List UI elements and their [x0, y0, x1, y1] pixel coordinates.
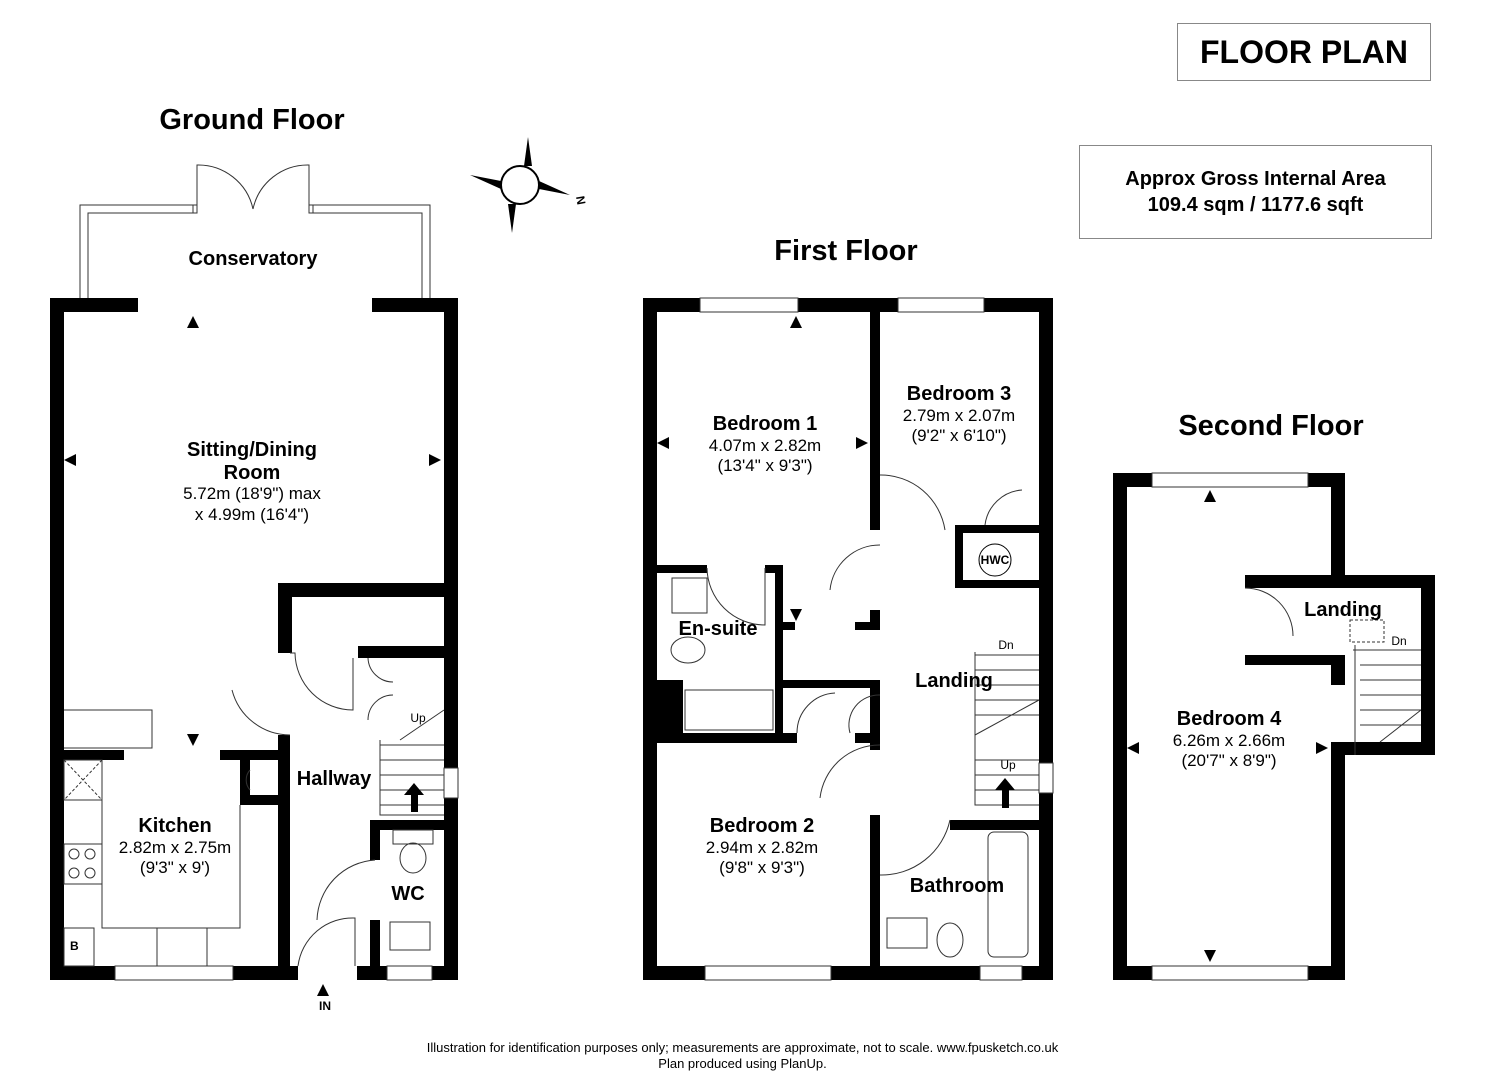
- ensuite-label: En-suite: [679, 618, 758, 640]
- bedroom4-dim2: (20'7" x 8'9"): [1181, 751, 1276, 770]
- stairs-up-label: Up: [410, 711, 426, 725]
- bedroom4-dim1: 6.26m x 2.66m: [1173, 731, 1285, 750]
- bedroom3-dim1: 2.79m x 2.07m: [903, 406, 1015, 425]
- second-floor-heading: Second Floor: [1178, 410, 1363, 442]
- ground-floor-heading: Ground Floor: [159, 104, 344, 136]
- bedroom1-dim1: 4.07m x 2.82m: [709, 436, 821, 455]
- disclaimer-line: Illustration for identification purposes…: [426, 1040, 1059, 1055]
- bedroom1-label: Bedroom 1: [713, 413, 817, 435]
- bedroom1-dim2: (13'4" x 9'3"): [717, 456, 812, 475]
- entrance-label: IN: [319, 999, 331, 1013]
- kitchen-dim2: (9'3" x 9'): [140, 858, 210, 877]
- landing-label: Landing: [1304, 599, 1382, 621]
- stairs-dn-label: Dn: [998, 638, 1013, 652]
- boiler-label: B: [70, 939, 79, 953]
- bedroom3-dim2: (9'2" x 6'10"): [911, 426, 1006, 445]
- sitting-room-dim2: x 4.99m (16'4"): [195, 505, 309, 524]
- bedroom4-label: Bedroom 4: [1177, 708, 1282, 730]
- landing-label: Landing: [915, 670, 993, 692]
- first-floor-plan: First Floor: [643, 235, 1054, 981]
- bedroom2-label: Bedroom 2: [710, 815, 814, 837]
- compass-north-label: N: [573, 195, 588, 206]
- bedroom2-dim1: 2.94m x 2.82m: [706, 838, 818, 857]
- hallway-label: Hallway: [297, 768, 372, 790]
- second-floor-plan: Second Floor Bedroom 4 6.26m x 2.66m (20…: [1113, 410, 1435, 981]
- compass-icon: N: [470, 137, 588, 233]
- ground-floor-plan: Ground Floor: [50, 104, 459, 1013]
- plan-title: FLOOR PLAN: [1177, 23, 1431, 81]
- conservatory-label: Conservatory: [189, 248, 319, 270]
- stairs-dn-label: Dn: [1391, 634, 1406, 648]
- wc-label: WC: [391, 883, 424, 905]
- sitting-room-dim1: 5.72m (18'9") max: [183, 484, 321, 503]
- hwc-label: HWC: [981, 553, 1010, 567]
- bedroom2-dim2: (9'8" x 9'3"): [719, 858, 805, 877]
- kitchen-label: Kitchen: [138, 815, 211, 837]
- bathroom-label: Bathroom: [910, 875, 1004, 897]
- gross-area-box: Approx Gross Internal Area 109.4 sqm / 1…: [1079, 145, 1432, 239]
- stairs-up-label: Up: [1000, 758, 1016, 772]
- sitting-room-label-line1: Sitting/Dining: [187, 439, 317, 461]
- planup-credit: Plan produced using PlanUp.: [658, 1056, 827, 1071]
- first-floor-heading: First Floor: [774, 235, 917, 267]
- area-label: Approx Gross Internal Area: [1125, 168, 1386, 190]
- sitting-room-label-line2: Room: [224, 462, 281, 484]
- area-value: 109.4 sqm / 1177.6 sqft: [1147, 194, 1364, 216]
- bedroom3-label: Bedroom 3: [907, 383, 1011, 405]
- kitchen-dim1: 2.82m x 2.75m: [119, 838, 231, 857]
- disclaimer-footer: Illustration for identification purposes…: [0, 1040, 1485, 1072]
